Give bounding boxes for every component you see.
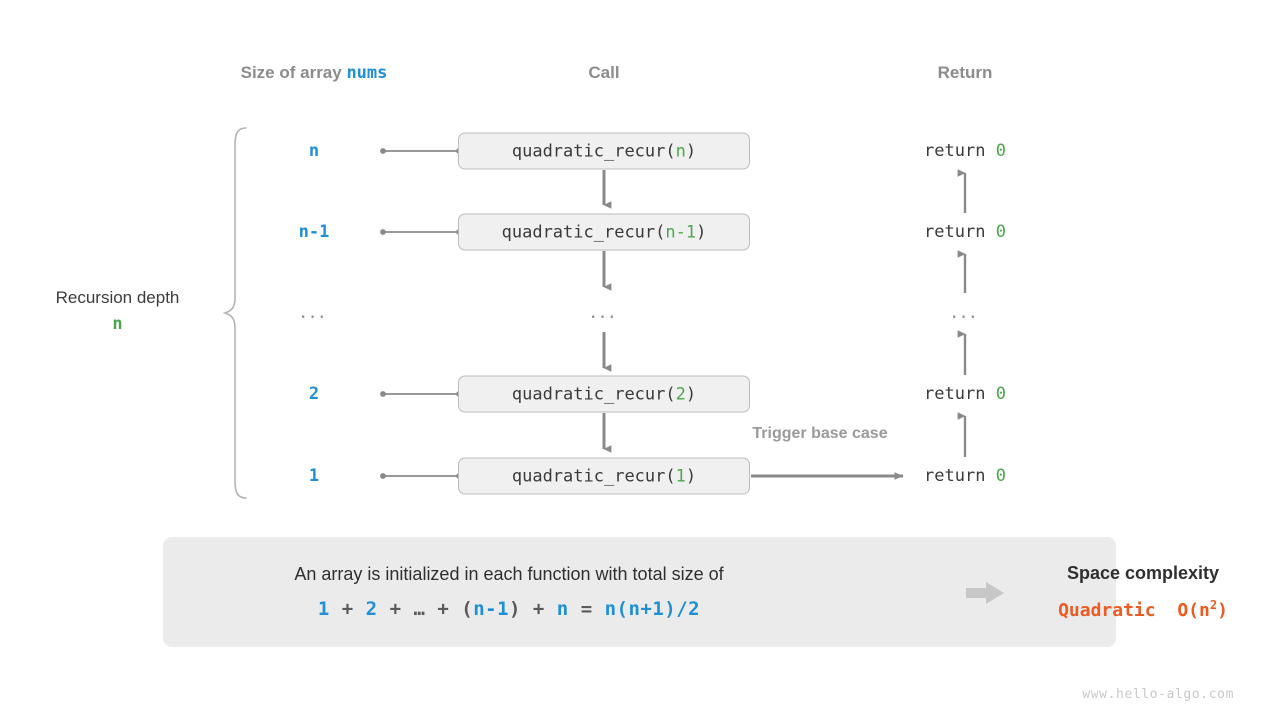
formula-token-12: n(n+1)/2 (604, 598, 701, 620)
call-box-row-0[interactable]: quadratic_recur(n) (458, 132, 750, 170)
recursion-depth-label: Recursion depth n (30, 285, 205, 338)
call-argument: 2 (675, 384, 686, 404)
summary-description: An array is initialized in each function… (294, 564, 724, 584)
formula-token-4: … (413, 598, 426, 620)
formula-token-11: = (568, 598, 605, 620)
call-ellipsis-row-2: ... (589, 299, 619, 323)
return-keyword: return (924, 141, 996, 161)
space-complexity-kind: Quadratic (1058, 600, 1156, 621)
formula-token-2: 2 (365, 598, 378, 620)
call-box-row-3[interactable]: quadratic_recur(2) (458, 375, 750, 413)
formula-token-0: 1 (317, 598, 330, 620)
return-keyword: return (924, 466, 996, 486)
column-header-size-var: nums (346, 63, 388, 83)
summary-formula: 1 + 2 + … + (n-1) + n = n(n+1)/2 (318, 598, 700, 620)
return-value: 0 (995, 384, 1006, 404)
call-box-row-4[interactable]: quadratic_recur(1) (458, 457, 750, 495)
call-fn-name: quadratic_recur( (501, 222, 666, 242)
size-ellipsis-row-2: ... (299, 299, 329, 323)
space-complexity-notation: O(n (1177, 600, 1210, 621)
call-fn-name: quadratic_recur( (511, 466, 676, 486)
recursion-depth-text: Recursion depth (55, 288, 180, 307)
trigger-base-case-note: Trigger base case (752, 425, 888, 442)
summary-left-block: An array is initialized in each function… (191, 537, 827, 647)
space-complexity-spacer (1156, 600, 1178, 621)
return-ellipsis-row-2: ... (950, 299, 980, 323)
return-value: 0 (995, 222, 1006, 242)
formula-token-9: + (520, 598, 557, 620)
size-label-row-1: n-1 (298, 222, 330, 242)
return-label-row-4: return 0 (924, 466, 1006, 486)
size-label-row-3: 2 (308, 384, 320, 404)
column-header-return: Return (937, 63, 993, 82)
return-label-row-0: return 0 (924, 141, 1006, 161)
call-box-row-1[interactable]: quadratic_recur(n-1) (458, 213, 750, 251)
call-paren-close: ) (685, 466, 697, 486)
size-label-row-4: 1 (308, 466, 320, 486)
return-label-row-1: return 0 (924, 222, 1006, 242)
column-header-call: Call (588, 63, 620, 82)
formula-token-3: + (377, 598, 414, 620)
call-paren-close: ) (685, 141, 697, 161)
space-complexity-title: Space complexity (1066, 563, 1220, 583)
space-complexity-exponent: 2 (1209, 598, 1218, 612)
call-argument: 1 (675, 466, 686, 486)
call-paren-close: ) (696, 222, 707, 242)
call-paren-close: ) (685, 384, 697, 404)
formula-token-7: n-1 (473, 598, 510, 620)
size-label-row-0: n (308, 141, 320, 161)
formula-token-10: n (556, 598, 569, 620)
summary-right-block: Space complexity Quadratic O(n2) (1018, 537, 1268, 647)
call-argument: n-1 (665, 222, 697, 242)
column-header-size-prefix: Size of array (240, 63, 347, 82)
formula-token-8: ) (509, 598, 521, 620)
watermark: www.hello-algo.com (1082, 687, 1234, 702)
return-label-row-3: return 0 (924, 384, 1006, 404)
column-header-size: Size of array nums (241, 63, 388, 83)
summary-panel: An array is initialized in each function… (163, 537, 1228, 647)
call-argument: n (675, 141, 686, 161)
right-arrow-icon (966, 582, 1004, 604)
return-keyword: return (924, 384, 996, 404)
space-complexity-value: Quadratic O(n2) (1058, 598, 1228, 621)
formula-token-5: + (425, 598, 462, 620)
space-complexity-notation-close: ) (1217, 600, 1228, 621)
recursion-depth-value: n (112, 314, 123, 335)
return-keyword: return (924, 222, 996, 242)
recursion-depth-brace (222, 127, 247, 499)
return-value: 0 (995, 141, 1006, 161)
formula-token-1: + (329, 598, 366, 620)
return-value: 0 (995, 466, 1006, 486)
call-fn-name: quadratic_recur( (511, 141, 676, 161)
call-fn-name: quadratic_recur( (511, 384, 676, 404)
formula-token-6: ( (461, 598, 474, 620)
